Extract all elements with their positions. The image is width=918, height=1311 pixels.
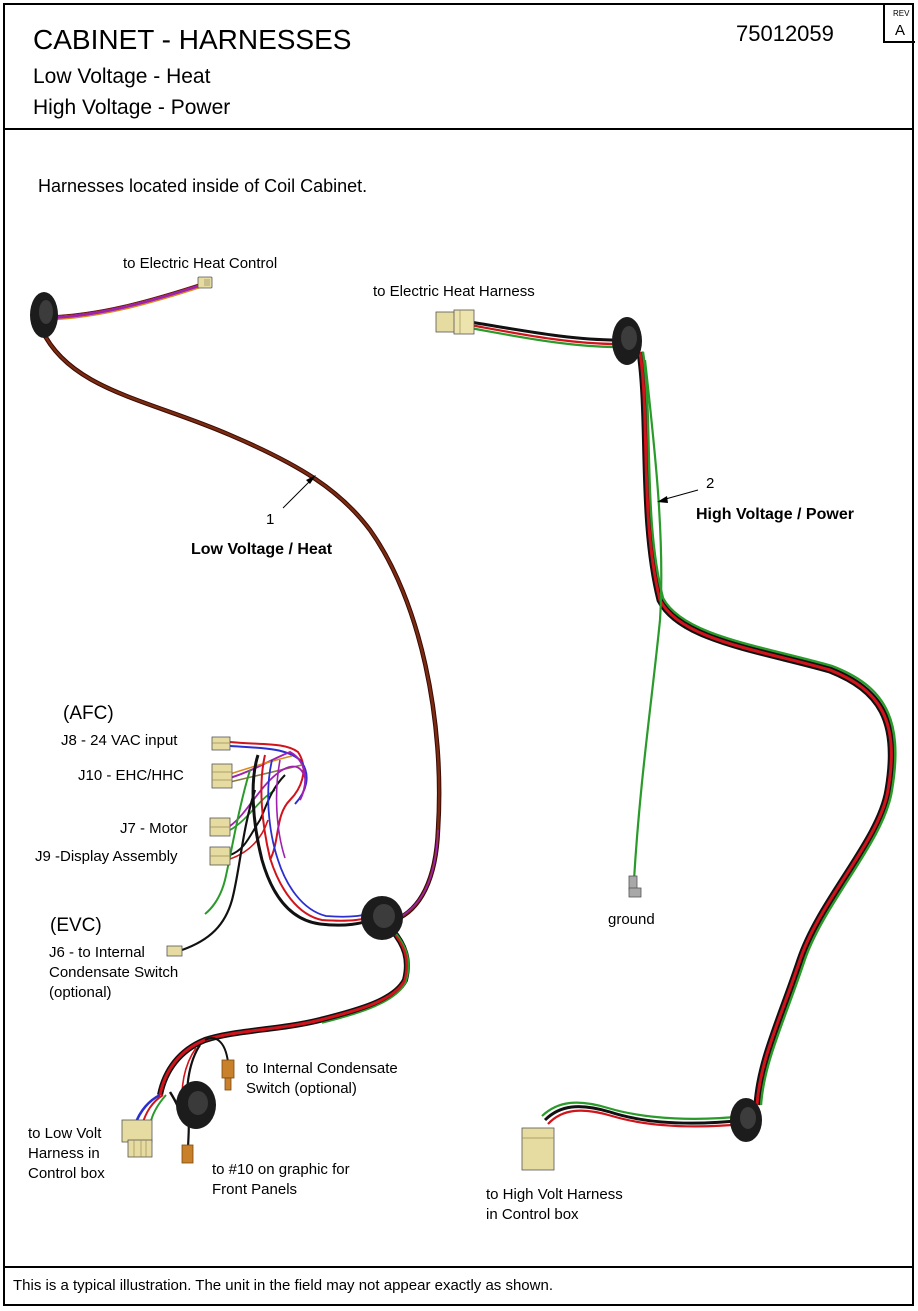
high-volt-lead: [541, 1101, 746, 1128]
j6-connector: [166, 945, 183, 957]
harness-2-trunk: [636, 351, 897, 1106]
label-to-electric-heat-control: to Electric Heat Control: [123, 255, 278, 272]
footer-note: This is a typical illustration. The unit…: [13, 1277, 553, 1294]
heat-control-connector: [197, 276, 213, 289]
label-to-high-volt-harness: to High Volt Harness in Control box: [486, 1186, 623, 1223]
ground-wire: [632, 359, 663, 881]
subtitle-low-voltage: Low Voltage - Heat: [33, 65, 211, 88]
group-evc: (EVC): [50, 915, 102, 936]
j8-connector: [211, 736, 231, 751]
front-panels-connector: [181, 1144, 194, 1164]
label-high-voltage-power: High Voltage / Power: [696, 506, 854, 523]
harness-1-trunk: [39, 329, 442, 923]
grommet-5: [730, 1098, 762, 1142]
intro-text: Harnesses located inside of Coil Cabinet…: [38, 176, 368, 196]
grommet-2: [361, 896, 403, 940]
electric-heat-connector: [435, 309, 475, 335]
grommet-1: [30, 292, 58, 338]
drawing-frame: [3, 3, 914, 1306]
ground-terminal: [628, 875, 642, 898]
harness-2-heat-lead: [469, 320, 619, 349]
j10-connector: [211, 763, 233, 789]
j9-connector: [209, 846, 231, 866]
revision-box: [883, 4, 915, 43]
leader-1: [282, 475, 316, 509]
label-ground: ground: [608, 911, 655, 928]
condensate-switch-connector: [221, 1059, 235, 1091]
afc-fanout-bundle: [181, 741, 383, 952]
label-to-low-volt-harness: to Low Volt Harness in Control box: [28, 1125, 105, 1182]
header-divider: [3, 128, 914, 130]
heat-control-lead: [47, 281, 206, 321]
item-number-2: 2: [706, 475, 715, 492]
label-to-internal-condensate-switch: to Internal Condensate Switch (optional): [246, 1060, 398, 1097]
label-j7: J7 - Motor: [120, 820, 188, 837]
label-j9: J9 -Display Assembly: [35, 848, 178, 865]
group-afc: (AFC): [63, 703, 114, 724]
high-volt-connector: [521, 1127, 555, 1171]
revision-value: A: [895, 22, 906, 39]
j7-connector: [209, 817, 231, 837]
grommet-4: [612, 317, 642, 365]
label-to-electric-heat-harness: to Electric Heat Harness: [373, 283, 535, 300]
leader-2: [657, 489, 699, 503]
part-number: 75012059: [736, 21, 834, 46]
label-j8: J8 - 24 VAC input: [61, 732, 178, 749]
grommet-3: [176, 1081, 216, 1129]
item-number-1: 1: [266, 511, 275, 528]
subtitle-high-voltage: High Voltage - Power: [33, 96, 231, 119]
label-j10: J10 - EHC/HHC: [78, 767, 184, 784]
label-j6: J6 - to Internal Condensate Switch (opti…: [49, 944, 179, 1001]
low-volt-plug: [121, 1119, 153, 1158]
page-title: CABINET - HARNESSES: [33, 24, 352, 55]
label-to-front-panels: to #10 on graphic for Front Panels: [212, 1161, 350, 1198]
revision-label: REV: [893, 9, 910, 18]
footer-divider: [3, 1266, 914, 1268]
label-low-voltage-heat: Low Voltage / Heat: [191, 541, 333, 558]
lower-bundle: [133, 928, 410, 1151]
